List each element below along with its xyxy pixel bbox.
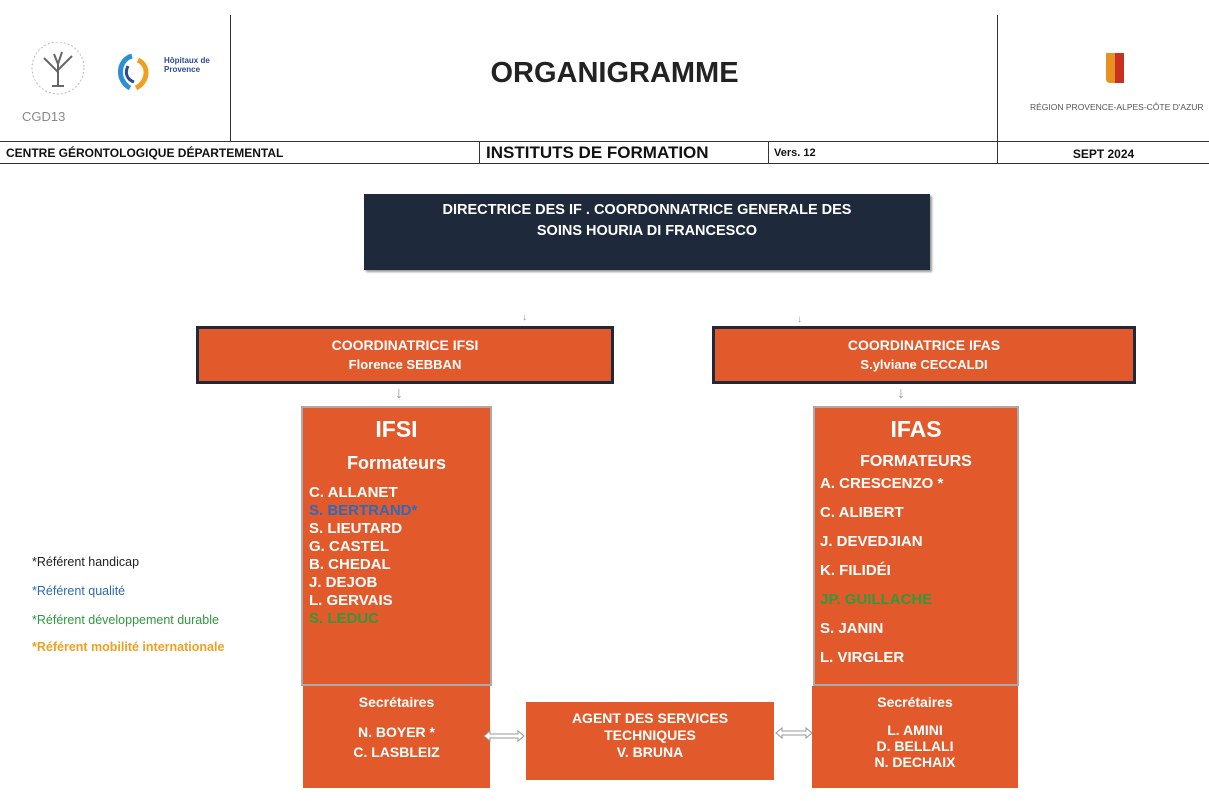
ifas-secretaries-title: Secrétaires bbox=[877, 694, 953, 710]
agent-line1: AGENT DES SERVICES bbox=[571, 710, 729, 726]
ifas-trainer-3: K. FILIDÉI bbox=[820, 562, 891, 579]
date-label: SEPT 2024 bbox=[1072, 147, 1135, 161]
tree-icon bbox=[31, 41, 85, 95]
header-center-label: INSTITUTS DE FORMATION bbox=[486, 143, 709, 162]
legend-item-handicap: *Référent handicap bbox=[32, 555, 140, 569]
ifsi-trainer-5: J. DEJOB bbox=[309, 574, 378, 591]
ifsi-trainer-4: B. CHEDAL bbox=[309, 556, 391, 573]
ifsi-subtitle: Formateurs bbox=[346, 453, 447, 473]
coord-ifsi-title: COORDINATRICE IFSI bbox=[331, 337, 479, 353]
ifas-trainer-0: A. CRESCENZO * bbox=[820, 475, 944, 492]
connector-arrow: ↓ bbox=[522, 312, 527, 323]
ifsi-secretary-0: N. BOYER * bbox=[357, 724, 435, 740]
double-arrow-icon bbox=[482, 729, 526, 748]
hopitaux-text: Hôpitaux de Provence bbox=[164, 56, 210, 74]
ifas-trainer-list: A. CRESCENZO * C. ALIBERT J. DEVEDJIAN K… bbox=[820, 469, 1017, 672]
ifas-trainer-4: JP. GUILLACHE bbox=[820, 591, 933, 608]
agent-name: V. BRUNA bbox=[616, 744, 684, 760]
legend-item-mobilite: *Référent mobilité internationale bbox=[32, 640, 225, 654]
ifsi-trainer-2: S. LIEUTARD bbox=[309, 520, 403, 537]
coord-ifsi-box: COORDINATRICE IFSI Florence SEBBAN bbox=[196, 326, 614, 384]
connector-arrow: ↓ bbox=[897, 385, 905, 402]
legend-item-qualite: *Référent qualité bbox=[32, 584, 126, 598]
ifas-trainer-2: J. DEVEDJIAN bbox=[820, 533, 923, 550]
ifsi-trainer-3: G. CASTEL bbox=[309, 538, 390, 555]
ifas-box: IFAS FORMATEURS A. CRESCENZO * C. ALIBER… bbox=[813, 406, 1019, 686]
cgd13-text: CGD13 bbox=[22, 109, 66, 124]
connector-arrow: ↓ bbox=[797, 314, 802, 325]
header: CGD13 Hôpitaux de Provence ORGANIGRAMME … bbox=[0, 0, 1209, 164]
header-center-box: INSTITUTS DE FORMATION bbox=[479, 141, 769, 163]
ifas-secretaries-box: Secrétaires L. AMINI D. BELLALI N. DECHA… bbox=[812, 686, 1018, 788]
ifas-secretary-0: L. AMINI bbox=[887, 722, 943, 738]
ifsi-secretary-1: C. LASBLEIZ bbox=[353, 744, 440, 760]
ifsi-title: IFSI bbox=[375, 416, 418, 442]
director-box: DIRECTRICE DES IF . COORDONNATRICE GENER… bbox=[364, 194, 930, 270]
ifsi-trainer-list: C. ALLANET S. BERTRAND* S. LIEUTARD G. C… bbox=[309, 484, 490, 628]
ifsi-secretaries-box: Secrétaires N. BOYER * C. LASBLEIZ bbox=[303, 686, 490, 788]
coord-ifas-box: COORDINATRICE IFAS S.ylviane CECCALDI bbox=[712, 326, 1136, 384]
ifsi-trainer-7: S. LEDUC bbox=[309, 610, 380, 627]
ifsi-trainer-6: L. GERVAIS bbox=[309, 592, 393, 609]
ifsi-trainer-1: S. BERTRAND* bbox=[309, 502, 418, 519]
ifas-trainer-1: C. ALIBERT bbox=[820, 504, 904, 521]
page-title: ORGANIGRAMME bbox=[490, 57, 739, 89]
coord-ifsi-name: Florence SEBBAN bbox=[348, 357, 462, 372]
ifas-trainer-5: S. JANIN bbox=[820, 620, 884, 637]
version-label: Vers. 12 bbox=[774, 147, 816, 159]
legend-item-durable: *Référent développement durable bbox=[32, 613, 219, 627]
hopitaux-logo: Hôpitaux de Provence bbox=[112, 50, 227, 100]
agent-line2: TECHNIQUES bbox=[604, 727, 696, 743]
region-logo: RÉGION PROVENCE-ALPES-CÔTE D'AZUR bbox=[1000, 48, 1209, 118]
director-line2: SOINS HOURIA DI FRANCESCO bbox=[536, 223, 758, 239]
connector-arrow: ↓ bbox=[395, 385, 403, 402]
cgd13-logo: CGD13 bbox=[22, 41, 94, 124]
director-line1: DIRECTRICE DES IF . COORDONNATRICE GENER… bbox=[442, 202, 852, 218]
ifsi-secretaries-title: Secrétaires bbox=[358, 694, 435, 710]
header-left-label: CENTRE GÉRONTOLOGIQUE DÉPARTEMENTAL bbox=[6, 146, 284, 160]
ifas-trainer-6: L. VIRGLER bbox=[820, 649, 905, 666]
ifas-secretary-1: D. BELLALI bbox=[876, 738, 954, 754]
ifsi-box: IFSI Formateurs C. ALLANET S. BERTRAND* … bbox=[301, 406, 492, 686]
region-text: RÉGION PROVENCE-ALPES-CÔTE D'AZUR bbox=[1030, 102, 1204, 112]
ifas-secretary-2: N. DECHAIX bbox=[874, 754, 956, 770]
ifsi-trainer-0: C. ALLANET bbox=[309, 484, 398, 501]
region-flag-icon bbox=[1106, 53, 1124, 83]
coord-ifas-name: S.ylviane CECCALDI bbox=[860, 357, 988, 372]
double-arrow-icon bbox=[774, 726, 814, 745]
agent-box: AGENT DES SERVICES TECHNIQUES V. BRUNA bbox=[526, 702, 774, 780]
legend: *Référent handicap *Référent qualité *Ré… bbox=[32, 555, 297, 654]
hopitaux-swirl-icon bbox=[118, 53, 149, 91]
coord-ifas-title: COORDINATRICE IFAS bbox=[847, 337, 1001, 353]
ifas-title: IFAS bbox=[890, 416, 942, 442]
ifas-subtitle: FORMATEURS bbox=[860, 453, 972, 470]
